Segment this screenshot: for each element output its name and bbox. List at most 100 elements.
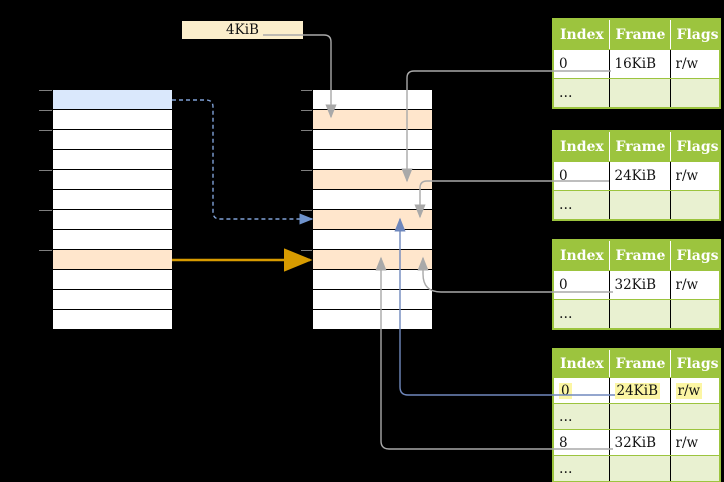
virtual-memory-row [53, 250, 172, 270]
col-header-index: Index [552, 131, 610, 162]
col-header-frame: Frame [608, 131, 671, 162]
virtual-memory-row [53, 290, 172, 310]
flags-cell: r/w [669, 377, 720, 404]
index-cell: … [552, 190, 610, 221]
frame-cell [608, 190, 671, 221]
virtual-memory-row [53, 210, 172, 230]
virtual-memory-row [53, 310, 172, 330]
address-tick [301, 250, 312, 251]
flags-cell: r/w [669, 270, 720, 300]
frame-cell: 24KiB [608, 161, 671, 191]
address-tick [301, 130, 312, 131]
col-header-frame: Frame [608, 349, 671, 378]
address-tick [39, 90, 52, 91]
flags-cell: r/w [669, 429, 720, 456]
address-tick [301, 90, 312, 91]
frame-cell [608, 403, 671, 430]
flags-cell [669, 299, 720, 330]
flags-cell: r/w [669, 49, 720, 79]
highlight-mark: 24KiB [614, 382, 661, 399]
virtual-memory-row [53, 150, 172, 170]
table-row-ellipsis: … [552, 455, 720, 482]
physical-memory-row [313, 150, 432, 170]
physical-memory-row [313, 270, 432, 290]
physical-memory-row [313, 250, 432, 270]
virtual-memory-row [53, 170, 172, 190]
highlight-mark: 0 [559, 382, 572, 399]
frame-size-label: 4KiB [182, 21, 303, 39]
address-tick [39, 170, 52, 171]
page-table-3: Index Frame Flags 0 32KiB r/w … [552, 239, 721, 330]
col-header-frame: Frame [608, 19, 671, 50]
page-table-2: Index Frame Flags 0 24KiB r/w … [552, 130, 721, 221]
frame-cell [608, 455, 671, 482]
index-cell: 8 [552, 429, 610, 456]
col-header-flags: Flags [669, 240, 720, 271]
flags-cell [669, 190, 720, 221]
physical-memory-row [313, 230, 432, 250]
physical-memory-table [313, 90, 432, 330]
table-row: 8 32KiB r/w [552, 429, 720, 456]
virtual-memory-row [53, 130, 172, 150]
col-header-index: Index [552, 240, 610, 271]
table-row-ellipsis: … [552, 78, 720, 109]
table-header-row: Index Frame Flags [552, 240, 720, 271]
index-cell: 0 [552, 161, 610, 191]
index-cell: … [552, 78, 610, 109]
frame-cell: 32KiB [608, 270, 671, 300]
flags-cell [669, 403, 720, 430]
index-cell: 0 [552, 377, 610, 404]
frame-cell: 32KiB [608, 429, 671, 456]
virtual-memory-table [53, 90, 172, 330]
arrow-virtual-page-dashed [172, 99, 314, 225]
address-tick [39, 130, 52, 131]
physical-memory-row [313, 130, 432, 150]
virtual-memory-row [53, 90, 172, 110]
col-header-frame: Frame [608, 240, 671, 271]
table-row: 0 16KiB r/w [552, 49, 720, 79]
table-header-row: Index Frame Flags [552, 131, 720, 162]
frame-cell [608, 78, 671, 109]
table-header-row: Index Frame Flags [552, 349, 720, 378]
col-header-flags: Flags [669, 349, 720, 378]
col-header-index: Index [552, 349, 610, 378]
address-tick [301, 210, 312, 211]
address-tick [39, 110, 52, 111]
table-row-ellipsis: … [552, 190, 720, 221]
physical-memory-row [313, 170, 432, 190]
address-tick [39, 210, 52, 211]
address-tick [301, 110, 312, 111]
page-table-1: Index Frame Flags 0 16KiB r/w … [552, 18, 721, 109]
highlight-mark: r/w [675, 382, 703, 399]
physical-memory-row [313, 90, 432, 110]
address-tick [301, 170, 312, 171]
table-row: 0 32KiB r/w [552, 270, 720, 300]
virtual-memory-row [53, 110, 172, 130]
table-row: 0 24KiB r/w [552, 161, 720, 191]
flags-cell [669, 78, 720, 109]
col-header-flags: Flags [669, 19, 720, 50]
col-header-index: Index [552, 19, 610, 50]
page-table-4: Index Frame Flags 0 24KiB r/w … 8 32KiB … [552, 348, 721, 482]
virtual-memory-row [53, 230, 172, 250]
table-row-ellipsis: … [552, 299, 720, 330]
flags-cell [669, 455, 720, 482]
address-tick [39, 250, 52, 251]
physical-memory-row [313, 210, 432, 230]
index-cell: … [552, 299, 610, 330]
index-cell: … [552, 403, 610, 430]
physical-memory-row [313, 110, 432, 130]
physical-memory-row [313, 190, 432, 210]
index-cell: 0 [552, 49, 610, 79]
physical-memory-row [313, 290, 432, 310]
physical-memory-row [313, 310, 432, 330]
table-row-ellipsis: … [552, 403, 720, 430]
table-header-row: Index Frame Flags [552, 19, 720, 50]
flags-cell: r/w [669, 161, 720, 191]
virtual-memory-row [53, 270, 172, 290]
frame-cell: 24KiB [608, 377, 671, 404]
virtual-memory-row [53, 190, 172, 210]
index-cell: 0 [552, 270, 610, 300]
col-header-flags: Flags [669, 131, 720, 162]
